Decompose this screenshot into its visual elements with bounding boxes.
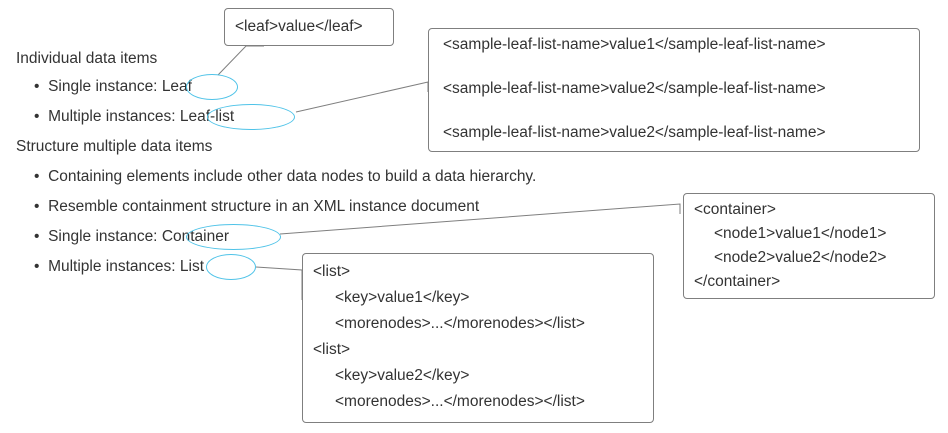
leaf-list-connector-line bbox=[295, 81, 429, 113]
term-leaf: Leaf bbox=[161, 78, 192, 95]
leaf-list-callout-line-2: <sample-leaf-list-name>value2</sample-le… bbox=[443, 80, 826, 97]
bullet-marker: • bbox=[34, 108, 40, 125]
bullet-marker: • bbox=[34, 258, 40, 275]
list-highlight-oval bbox=[206, 254, 256, 280]
list-callout-line-5: <key>value2</key> bbox=[335, 367, 470, 384]
list-callout-line-2: <key>value1</key> bbox=[335, 289, 470, 306]
list-connector-line bbox=[255, 266, 303, 300]
leaf-list-callout-line-3: <sample-leaf-list-name>value2</sample-le… bbox=[443, 124, 826, 141]
list-callout-line-6: <morenodes>...</morenodes></list> bbox=[335, 393, 585, 410]
leaf-callout-line: <leaf>value</leaf> bbox=[235, 18, 363, 35]
bullet-text: Multiple instances: bbox=[48, 258, 180, 275]
leaf-highlight-oval bbox=[186, 74, 238, 100]
container-callout-line-3: <node2>value2</node2> bbox=[714, 249, 887, 266]
bullet-marker: • bbox=[34, 198, 40, 215]
bullet-marker: • bbox=[34, 228, 40, 245]
container-callout-box: <container> <node1>value1</node1> <node2… bbox=[683, 193, 935, 299]
bullet-text: Resemble containment structure in an XML… bbox=[48, 198, 480, 215]
container-highlight-oval bbox=[186, 224, 281, 250]
leaf-list-callout-box: <sample-leaf-list-name>value1</sample-le… bbox=[428, 28, 920, 152]
bullet-text: Single instance: bbox=[48, 228, 162, 245]
bullet-text: Containing elements include other data n… bbox=[48, 168, 537, 185]
list-callout-box: <list> <key>value1</key> <morenodes>...<… bbox=[302, 253, 654, 423]
container-callout-line-4: </container> bbox=[694, 273, 781, 290]
bullet-multiple-instances-list: • Multiple instances: List bbox=[34, 257, 204, 277]
list-callout-line-1: <list> bbox=[313, 263, 351, 280]
bullet-resemble-containment: • Resemble containment structure in an X… bbox=[34, 197, 479, 217]
heading-structure-multiple-data-items: Structure multiple data items bbox=[16, 138, 213, 155]
bullet-marker: • bbox=[34, 168, 40, 185]
bullet-multiple-instances-leaf-list: • Multiple instances: Leaf-list bbox=[34, 107, 234, 127]
term-list: List bbox=[179, 258, 204, 275]
heading-individual-data-items: Individual data items bbox=[16, 50, 158, 67]
leaf-callout-box: <leaf>value</leaf> bbox=[224, 8, 394, 46]
leaf-list-highlight-oval bbox=[207, 104, 295, 130]
bullet-marker: • bbox=[34, 78, 40, 95]
leaf-connector-line bbox=[217, 45, 264, 76]
container-callout-line-2: <node1>value1</node1> bbox=[714, 225, 887, 242]
leaf-list-callout-line-1: <sample-leaf-list-name>value1</sample-le… bbox=[443, 36, 826, 53]
container-callout-line-1: <container> bbox=[694, 201, 776, 218]
list-callout-line-4: <list> bbox=[313, 341, 351, 358]
list-callout-line-3: <morenodes>...</morenodes></list> bbox=[335, 315, 585, 332]
bullet-text: Multiple instances: bbox=[48, 108, 180, 125]
bullet-single-instance-leaf: • Single instance: Leaf bbox=[34, 77, 192, 97]
bullet-containing-elements: • Containing elements include other data… bbox=[34, 167, 536, 187]
bullet-text: Single instance: bbox=[48, 78, 162, 95]
container-connector-line bbox=[279, 203, 681, 235]
